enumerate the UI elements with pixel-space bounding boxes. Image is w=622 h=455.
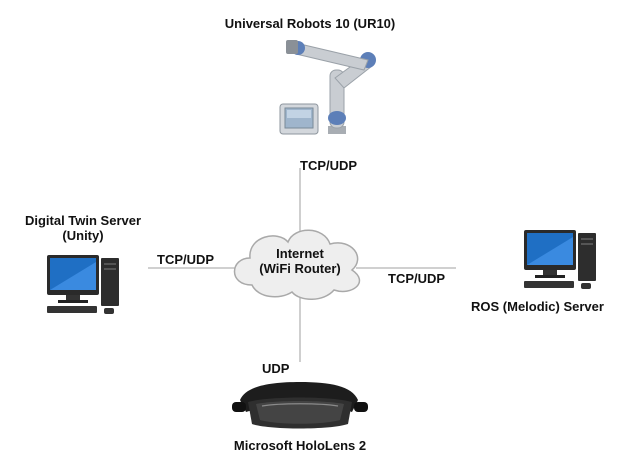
link-label-right: TCP/UDP xyxy=(388,271,446,286)
connection-lines xyxy=(148,168,456,362)
hololens-label: Microsoft HoloLens 2 xyxy=(233,438,367,453)
ros-server-label: ROS (Melodic) Server xyxy=(471,299,604,314)
digital-twin-label-line1: Digital Twin Server xyxy=(24,213,142,228)
router-label-line1: Internet xyxy=(276,246,324,261)
robot-label: Universal Robots 10 (UR10) xyxy=(224,16,396,31)
desktop-computer-icon xyxy=(47,255,119,314)
link-label-left: TCP/UDP xyxy=(157,252,215,267)
router-label: Internet (WiFi Router) xyxy=(245,246,355,276)
cloud-icon xyxy=(233,229,361,300)
link-label-bottom: UDP xyxy=(262,361,290,376)
digital-twin-label-line2: (Unity) xyxy=(62,228,104,243)
link-label-top: TCP/UDP xyxy=(300,158,358,173)
desktop-computer-icon xyxy=(524,230,596,289)
router-label-line2: (WiFi Router) xyxy=(259,261,341,276)
digital-twin-label: Digital Twin Server (Unity) xyxy=(4,213,162,243)
robot-arm-icon xyxy=(279,40,376,135)
vr-headset-icon xyxy=(232,382,368,429)
